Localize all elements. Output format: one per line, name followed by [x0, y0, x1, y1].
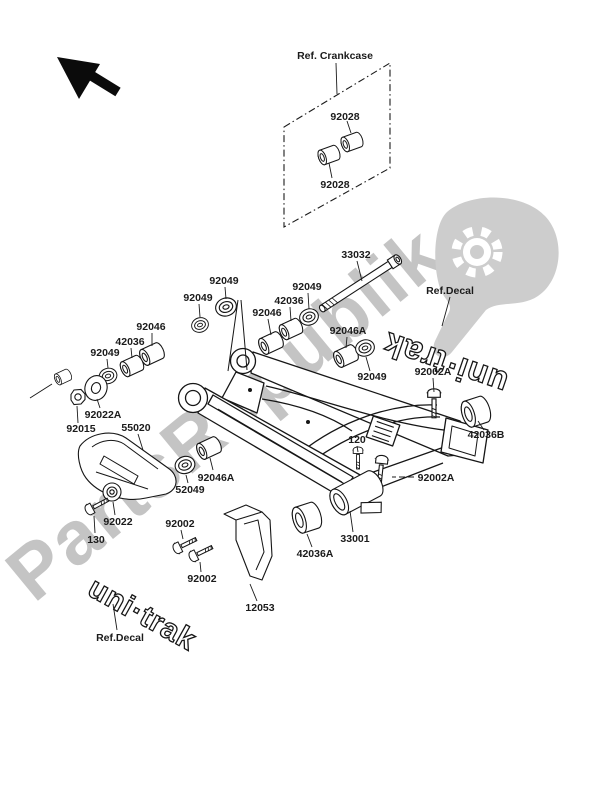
ref-crankcase-label: Ref. Crankcase — [297, 50, 373, 62]
leader-line — [96, 398, 101, 409]
part-label: 92028 — [320, 179, 349, 191]
ref-decal-bottom-label: Ref.Decal — [96, 632, 144, 644]
leader-line — [356, 260, 363, 282]
part-label: 92049 — [209, 275, 238, 287]
part-label: 92046A — [330, 325, 367, 337]
leader-line — [209, 457, 214, 471]
gear-watermark-group — [433, 197, 559, 358]
part-glyph-bushing — [338, 130, 366, 154]
part-label: 92049 — [183, 292, 212, 304]
part-label: 92015 — [66, 423, 95, 435]
orientation-arrow-icon — [57, 57, 121, 99]
part-label: 92028 — [330, 111, 359, 123]
part-label: 42036 — [274, 295, 303, 307]
leader-line — [249, 583, 258, 602]
front-brace — [227, 299, 248, 372]
part-label: 92049 — [90, 347, 119, 359]
leader-line — [328, 162, 333, 179]
leader-line — [267, 318, 272, 336]
chain-guide-drawing — [223, 504, 273, 581]
leader-lines — [76, 260, 485, 631]
part-label: 42036A — [297, 548, 334, 560]
part-glyph-roller — [288, 499, 325, 536]
leader-line — [185, 474, 189, 484]
leader-line — [432, 377, 435, 393]
leader-line — [112, 501, 116, 516]
leader-line — [345, 336, 348, 349]
leader-line — [356, 445, 359, 453]
part-label: 42036 — [115, 336, 144, 348]
part-glyph-nut — [70, 388, 86, 406]
part-label: 92002A — [418, 472, 455, 484]
part-glyph-seal — [189, 315, 211, 335]
leader-line — [346, 120, 352, 134]
part-label: 120 — [348, 434, 366, 446]
part-label: 33032 — [341, 249, 370, 261]
ref-decal-right-label: Ref.Decal — [426, 285, 474, 297]
part-label: 130 — [87, 534, 105, 546]
swoosh-shape — [433, 197, 559, 358]
part-label: 55020 — [121, 422, 150, 434]
part-label: 92022A — [85, 409, 122, 421]
leader-line — [307, 292, 310, 310]
leader-line — [335, 62, 338, 95]
part-label: 92049 — [357, 371, 386, 383]
part-label: 42036B — [468, 429, 505, 441]
part-label: 92022 — [103, 516, 132, 528]
part-glyph-bolt — [186, 541, 215, 564]
leader-line — [130, 347, 133, 359]
part-label: 12053 — [245, 602, 274, 614]
gear-icon — [451, 226, 503, 278]
louver-bracket — [365, 415, 401, 447]
part-glyph-sleeve — [52, 367, 74, 387]
part-label: 92049 — [292, 281, 321, 293]
cross-plate — [221, 371, 265, 414]
leader-line — [199, 561, 202, 573]
leader-line — [137, 433, 144, 451]
leader-line — [349, 510, 354, 533]
part-glyph-bushing — [315, 143, 343, 167]
part-labels: 92028 92028 33032 92049 92049 92049 4203… — [66, 111, 504, 614]
leader-line — [365, 356, 371, 372]
part-label: 92046 — [252, 307, 281, 319]
leader-line — [306, 533, 313, 548]
part-glyph-washer — [102, 482, 122, 502]
reference-labels: Ref. Crankcase Ref.Decal Ref.Decal — [96, 50, 474, 644]
pivot-tube-drawing — [329, 470, 384, 516]
part-label: 92002 — [165, 518, 194, 530]
part-label: 92002 — [187, 573, 216, 585]
leader-line — [93, 515, 96, 534]
leader-line — [289, 306, 292, 322]
chain-slipper-drawing — [77, 432, 177, 500]
leader-line — [441, 296, 451, 327]
part-label: 92046 — [136, 321, 165, 333]
part-label: 92002A — [415, 366, 452, 378]
part-label: 52049 — [175, 484, 204, 496]
part-label: 33001 — [340, 533, 369, 545]
leader-line — [180, 529, 184, 540]
leader-line — [224, 286, 227, 300]
pivot-shaft-drawing — [318, 254, 403, 313]
leader-line — [106, 358, 109, 369]
unitrak-decal-bottom: uni·trak — [83, 571, 202, 657]
part-label: 92046A — [198, 472, 235, 484]
swingarm-drawing — [29, 299, 489, 504]
leader-line — [198, 303, 201, 318]
leader-line — [477, 420, 485, 431]
leader-line — [76, 405, 79, 424]
ref-crankcase-box — [283, 62, 391, 228]
leader-line — [112, 603, 118, 631]
